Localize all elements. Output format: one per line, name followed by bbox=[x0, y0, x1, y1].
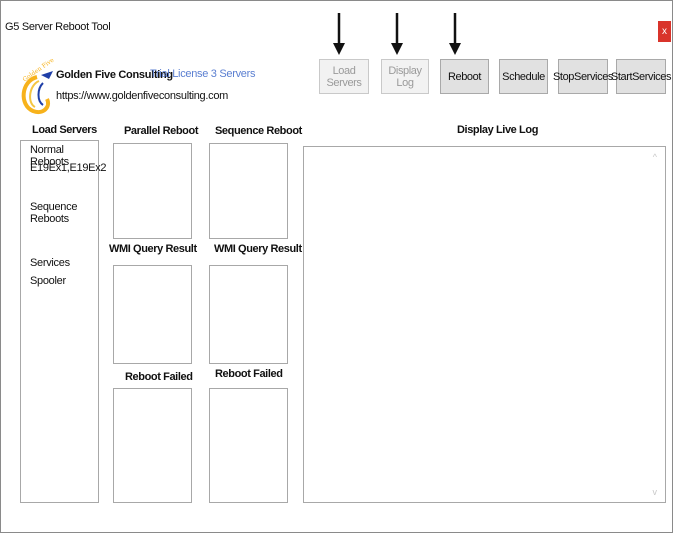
reboot-failed-header-2: Reboot Failed bbox=[215, 368, 283, 380]
down-arrow-icon bbox=[333, 13, 345, 55]
scroll-up-icon[interactable]: ^ bbox=[652, 152, 657, 162]
list-item-sequence-reboots[interactable]: Sequence Reboots bbox=[30, 201, 78, 225]
logo-text: Golden Five bbox=[22, 59, 55, 83]
list-item-normal-reboots[interactable]: Normal Reboots bbox=[30, 144, 69, 168]
list-item-services[interactable]: Services bbox=[30, 257, 70, 269]
window-title: G5 Server Reboot Tool bbox=[5, 21, 111, 33]
down-arrow-icon bbox=[391, 13, 403, 55]
display-log-button[interactable]: Display Log bbox=[381, 59, 429, 94]
parallel-reboot-header: Parallel Reboot bbox=[124, 125, 199, 137]
wmi-query-result-header-1: WMI Query Result bbox=[109, 243, 197, 255]
load-servers-list[interactable]: Normal Reboots E19Ex1,E19Ex2 Sequence Re… bbox=[20, 140, 107, 503]
display-live-log-header: Display Live Log bbox=[457, 124, 539, 136]
parallel-reboot-list[interactable] bbox=[113, 143, 192, 239]
live-log-textarea[interactable]: ^ v bbox=[303, 146, 666, 503]
reboot-failed-header-1: Reboot Failed bbox=[125, 371, 193, 383]
wmi-query-result-list-2[interactable] bbox=[209, 265, 288, 364]
reboot-failed-list-1[interactable] bbox=[113, 388, 192, 503]
list-item-normal-servers[interactable]: E19Ex1,E19Ex2 bbox=[30, 162, 107, 174]
wmi-query-result-header-2: WMI Query Result bbox=[214, 243, 302, 255]
list-item-spooler[interactable]: Spooler bbox=[30, 275, 66, 287]
schedule-button[interactable]: Schedule bbox=[499, 59, 548, 94]
scroll-down-icon[interactable]: v bbox=[652, 487, 658, 497]
sequence-reboot-list[interactable] bbox=[209, 143, 288, 239]
sequence-reboot-header: Sequence Reboot bbox=[215, 125, 302, 137]
close-button[interactable]: x bbox=[658, 21, 671, 42]
down-arrow-icon bbox=[449, 13, 461, 55]
load-servers-button[interactable]: Load Servers bbox=[319, 59, 369, 94]
reboot-failed-list-2[interactable] bbox=[209, 388, 288, 503]
license-label: Trial License 3 Servers bbox=[150, 68, 256, 80]
wmi-query-result-list-1[interactable] bbox=[113, 265, 192, 364]
company-url: https://www.goldenfiveconsulting.com bbox=[56, 90, 229, 102]
reboot-button[interactable]: Reboot bbox=[440, 59, 489, 94]
start-services-button[interactable]: StartServices bbox=[611, 59, 672, 94]
company-name: Golden Five Consulting bbox=[56, 69, 173, 81]
company-logo: Golden Five bbox=[22, 59, 55, 114]
load-servers-header: Load Servers bbox=[32, 124, 97, 136]
stop-services-button[interactable]: StopServices bbox=[553, 59, 613, 94]
